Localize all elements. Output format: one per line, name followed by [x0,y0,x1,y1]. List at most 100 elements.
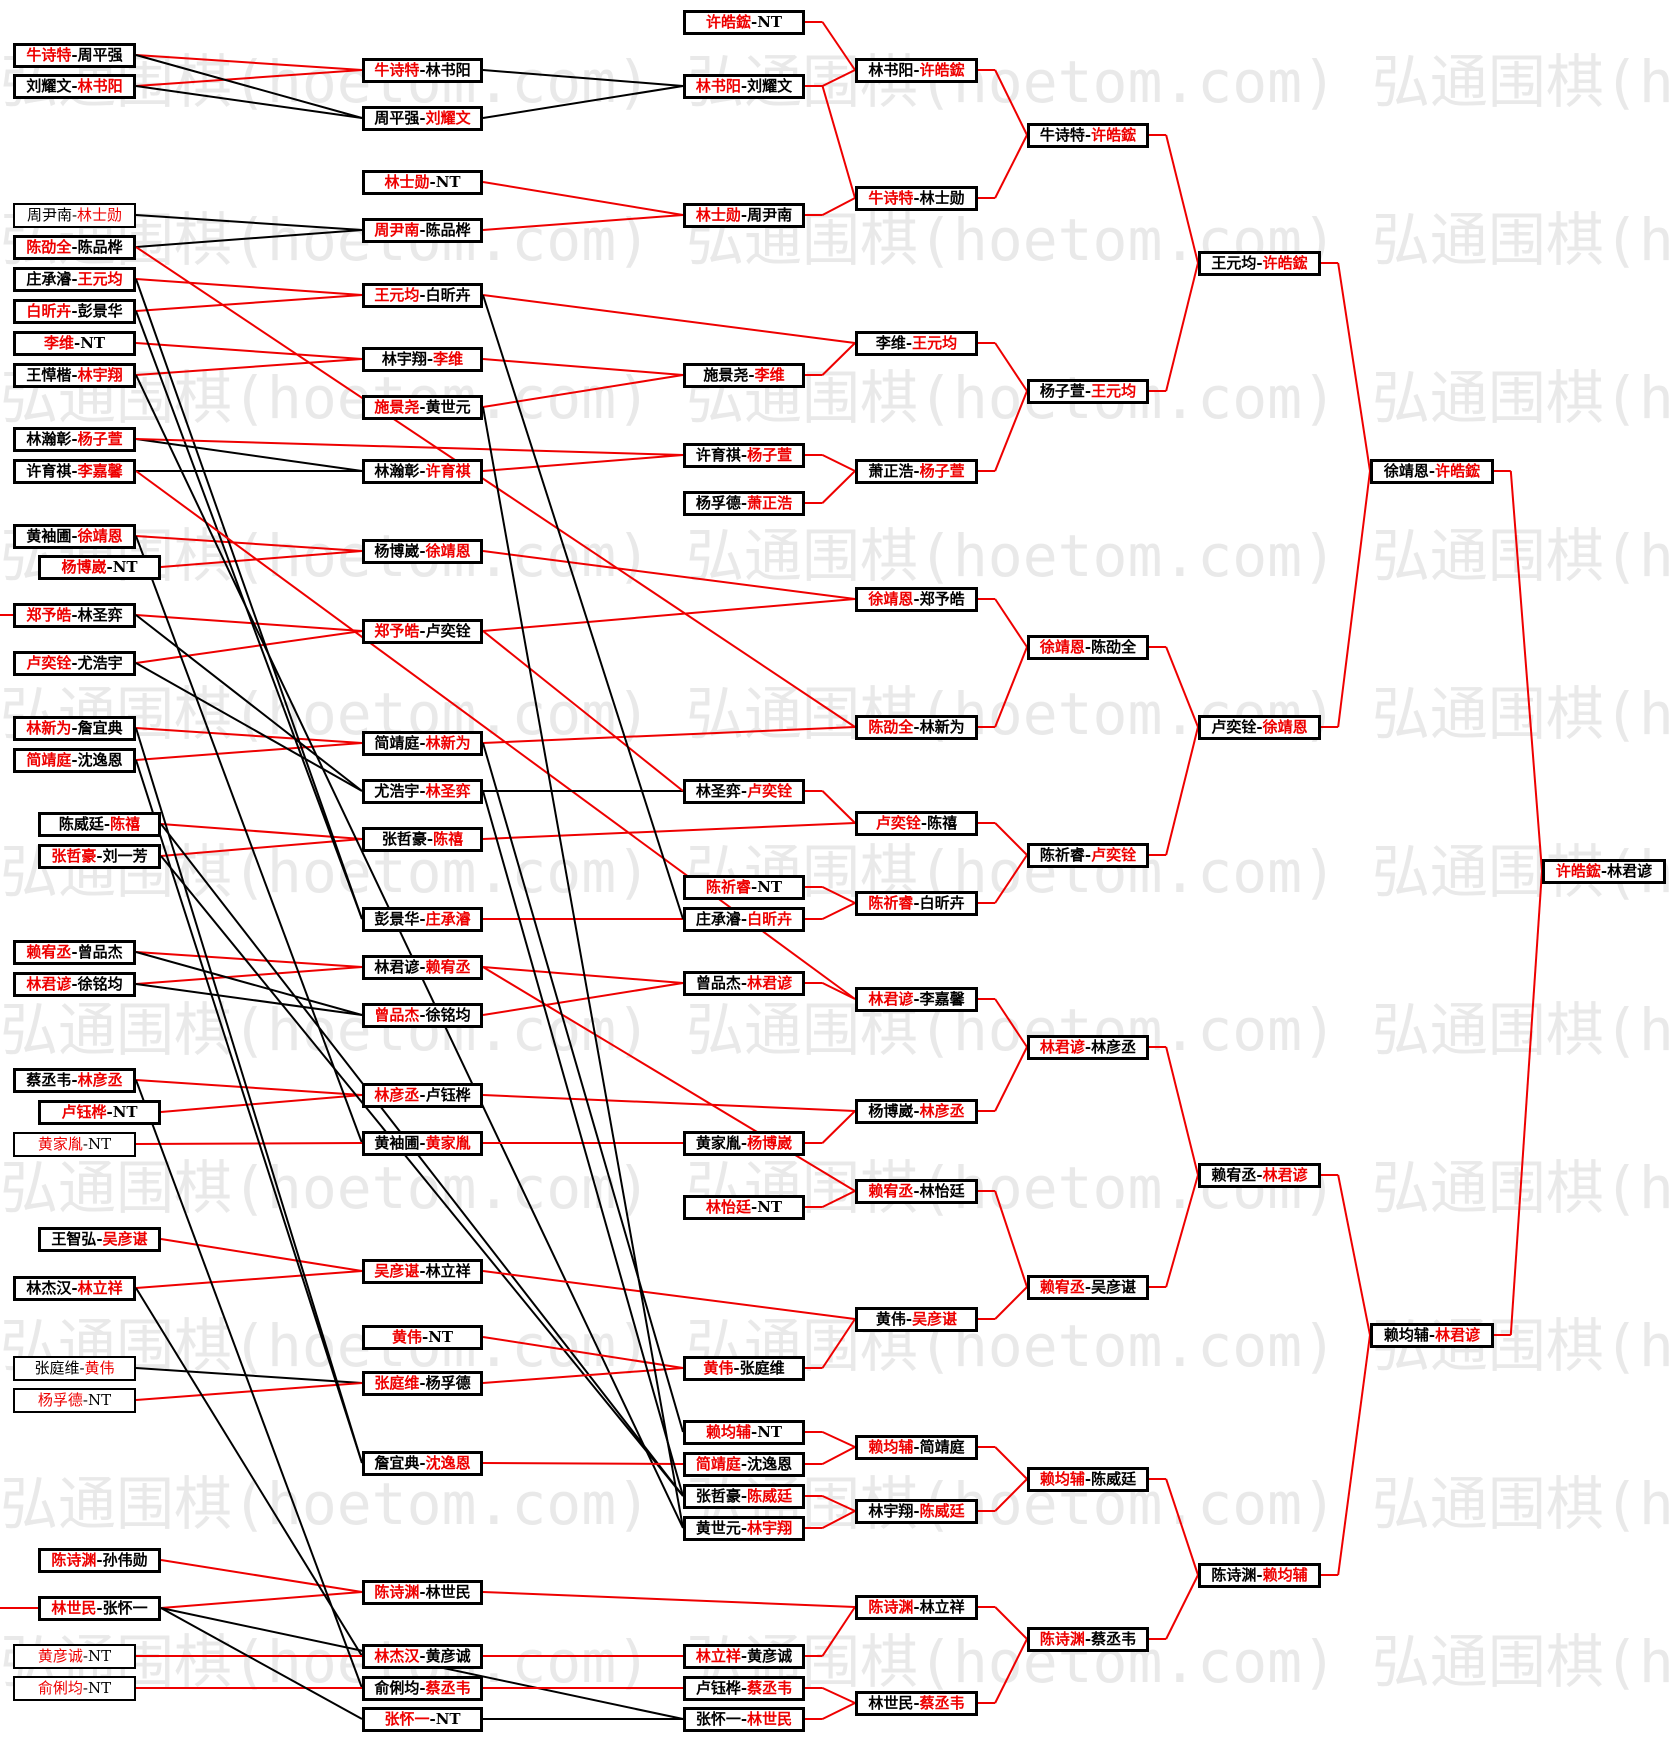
player-one-name: 简靖庭 [374,733,420,752]
player-two-name: 许育祺 [425,461,471,480]
match-box: 陈诗渊-孙伟勋 [38,1547,161,1573]
match-box: 卢奕铨-陈禧 [855,810,978,836]
bracket-connector [822,1510,856,1529]
match-box: 黄世元-林宇翔 [683,1515,805,1541]
bracket-connector [994,646,1028,728]
bracket-connector [160,823,684,1497]
player-one-name: 赖均辅 [1383,1325,1429,1344]
match-box: 杨孚德-萧正浩 [683,490,805,516]
versus-dash: - [1084,125,1092,144]
bracket-connector [482,742,684,1433]
match-box: 林书阳-许皓鋐 [855,57,978,83]
versus-dash: - [419,1646,426,1665]
player-one-name: 林宇翔 [868,1501,914,1520]
player-two-name: 林新为 [919,717,965,736]
player-one-name: 牛诗特 [26,45,72,64]
player-one-name: 郑予皓 [374,621,420,640]
versus-dash: - [71,76,78,95]
player-one-name: 许育祺 [26,461,72,480]
player-one-name: 林立祥 [695,1646,741,1665]
player-one-name: 卢奕铨 [875,813,921,832]
player-one-name: 林士勋 [384,172,430,191]
player-one-name: 李维 [43,333,74,352]
match-box: 林新为-詹宜典 [13,715,136,741]
versus-dash: - [740,1518,748,1537]
bracket-connector [135,85,363,119]
player-one-name: 张庭维 [374,1373,420,1392]
player-one-name: 黄袖圃 [374,1133,420,1152]
match-box: 庄承濬-王元均 [13,266,136,292]
versus-dash: - [426,349,434,368]
match-box: 陈劭全-林新为 [855,714,978,740]
versus-dash: - [419,220,426,239]
player-two-name: 林新为 [425,733,471,752]
bracket-connector [822,1495,856,1512]
match-box: 林立祥-黄彦诚 [683,1643,805,1669]
versus-dash: - [419,1133,426,1152]
versus-dash: - [82,1646,88,1665]
player-one-name: 林彦丞 [374,1085,420,1104]
bracket-connector [135,759,363,1464]
player-two-name: 张庭维 [739,1358,785,1377]
player-two-name: 王元均 [1091,381,1137,400]
bracket-connector [482,69,684,87]
versus-dash: - [419,60,426,79]
versus-dash: - [426,829,434,848]
bracket-connector [821,1110,856,1144]
versus-dash: - [419,1453,426,1472]
match-box: 牛诗特-林士勋 [855,185,978,211]
player-one-name: 简靖庭 [26,750,72,769]
player-two-name: 白昕卉 [919,893,965,912]
player-one-name: 林君谚 [1039,1037,1085,1056]
player-one-name: 卢钰桦 [61,1102,107,1121]
bracket-connector [482,630,684,792]
match-box: 黄家胤-杨博崴 [683,1130,805,1156]
player-one-name: 白昕卉 [26,301,72,320]
versus-dash: - [71,750,78,769]
bracket-connector [160,550,363,568]
bracket-connector [482,966,856,1192]
versus-dash: - [913,1101,920,1120]
bracket-connector [135,69,363,87]
match-box: 许育祺-杨子萱 [683,442,805,468]
bracket-connector [135,1079,363,1689]
player-two-name: 徐靖恩 [1262,717,1308,736]
versus-dash: - [71,942,78,961]
bracket-connector [135,438,684,456]
match-box: 赖宥丞-林君谚 [1198,1162,1321,1188]
player-two-name: 刘耀文 [747,76,793,95]
bracket-connector [994,1478,1028,1512]
match-box: 曾品杰-徐铭均 [362,1002,483,1028]
versus-dash: - [1256,1165,1263,1184]
player-two-name: 林世民 [425,1582,471,1601]
player-two-name: 杨孚德 [425,1373,471,1392]
bracket-connector [482,1367,684,1384]
versus-dash: - [419,1373,426,1392]
bracket-connector [135,54,363,71]
versus-dash: - [740,1133,748,1152]
player-two-name: 林彦丞 [1091,1037,1137,1056]
versus-dash: - [1600,861,1608,880]
player-two-name: 林立祥 [425,1261,471,1280]
bracket-connector [135,1079,363,1096]
bracket-connector [160,1607,363,1720]
player-two-name: 陈品桦 [425,220,471,239]
player-two-name: 黄世元 [425,397,471,416]
versus-dash: - [740,1709,748,1728]
player-two-name: 陈威廷 [1091,1469,1137,1488]
bracket-connector [822,69,856,87]
player-two-name: 林立祥 [77,1278,123,1297]
player-one-name: 张庭维 [34,1358,80,1377]
versus-dash: - [71,365,78,384]
match-box: 牛诗特-林书阳 [362,57,483,83]
match-box: 林宇翔-陈威廷 [855,1498,978,1524]
player-one-name: 徐靖恩 [1383,461,1429,480]
bracket-connector [821,21,856,71]
player-two-name: 卢奕铨 [1091,845,1137,864]
player-two-name: 李嘉馨 [919,989,965,1008]
versus-dash: - [1256,717,1263,736]
match-box: 许育祺-李嘉馨 [13,458,136,484]
player-one-name: 曾品杰 [374,1005,420,1024]
bracket-connector [822,982,856,1000]
player-one-name: 赖宥丞 [26,942,72,961]
